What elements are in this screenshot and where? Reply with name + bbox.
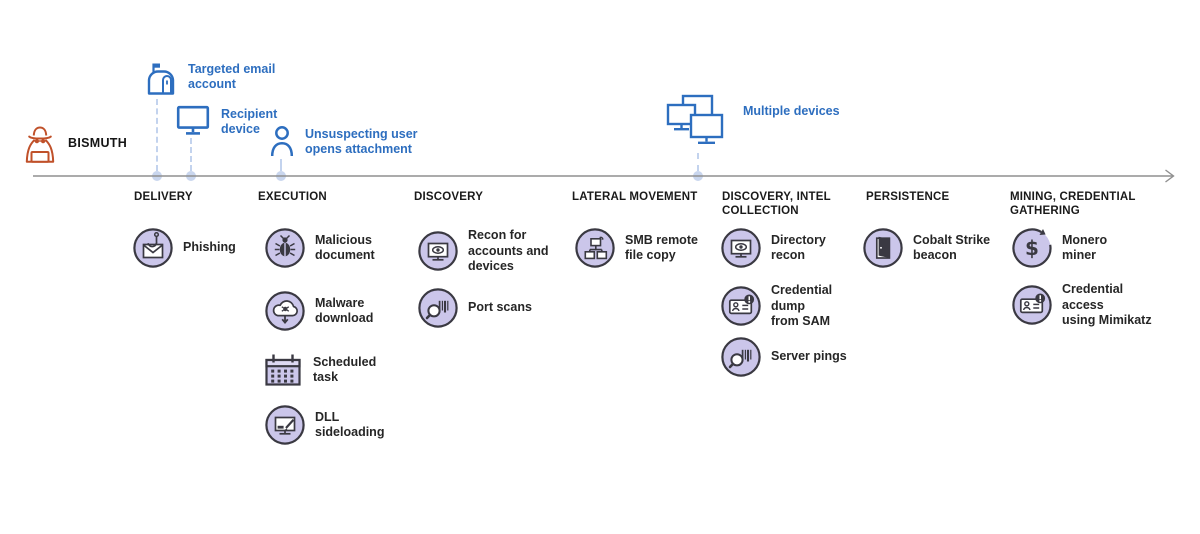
annotation-label: Recipient device xyxy=(221,107,278,136)
technique-label: Scheduled task xyxy=(313,354,377,385)
annotation-recipient-device: Recipient device xyxy=(176,105,277,137)
spy-icon xyxy=(25,126,55,163)
technique-label: DLL sideloading xyxy=(315,409,385,440)
technique-label: Phishing xyxy=(183,240,236,255)
credential-icon xyxy=(721,286,761,326)
technique-port-scans: Port scans xyxy=(418,288,532,328)
stage-title-lateral-movement: LATERAL MOVEMENT xyxy=(572,191,698,203)
dll-sideloading-icon xyxy=(265,405,305,445)
technique-label: Port scans xyxy=(468,300,532,315)
stage-title-discovery: DISCOVERY xyxy=(414,191,484,203)
technique-label: SMB remote file copy xyxy=(625,232,698,263)
dollar-refresh-icon: $ xyxy=(1012,228,1052,268)
technique-dll-sideloading: DLL sideloading xyxy=(265,405,384,445)
technique-label: Server pings xyxy=(771,349,847,364)
stage-title-persistence: PERSISTENCE xyxy=(866,191,950,203)
monitor-icon xyxy=(176,105,210,135)
annotation-label: Unsuspecting user opens attachment xyxy=(305,127,418,156)
annotation-label: Targeted email account xyxy=(188,62,276,91)
svg-text:$: $ xyxy=(1025,236,1039,260)
technique-recon-accounts-devices: Recon for accounts and devices xyxy=(418,228,549,275)
stage-title-discovery-intel-collection: DISCOVERY, INTEL COLLECTION xyxy=(722,191,831,217)
mailbox-icon xyxy=(147,63,175,95)
connector-line xyxy=(190,138,192,171)
scan-icon xyxy=(418,288,458,328)
technique-label: Cobalt Strike beacon xyxy=(913,232,991,263)
technique-label: Credential access using Mimikatz xyxy=(1062,282,1152,327)
technique-label: Malware download xyxy=(315,295,374,326)
malware-download-icon xyxy=(265,291,305,331)
technique-credential-dump-sam: Credential dump from SAM xyxy=(721,283,832,330)
scan-icon xyxy=(721,337,761,377)
technique-cobalt-strike-beacon: Cobalt Strike beacon xyxy=(863,228,990,268)
technique-scheduled-task: Scheduled task xyxy=(263,350,376,390)
technique-malicious-document: Malicious document xyxy=(265,228,375,268)
monitor-eye-icon xyxy=(418,231,458,271)
technique-directory-recon: Directory recon xyxy=(721,228,826,268)
technique-malware-download: Malware download xyxy=(265,291,373,331)
technique-smb-remote-file-copy: SMB remote file copy xyxy=(575,228,698,268)
connector-line xyxy=(156,99,158,171)
stage-title-delivery: DELIVERY xyxy=(134,191,193,203)
technique-phishing: Phishing xyxy=(133,228,236,268)
technique-label: Recon for accounts and devices xyxy=(468,228,549,273)
technique-monero-miner: $ Monero miner xyxy=(1012,228,1107,268)
actor-label: BISMUTH xyxy=(68,136,128,150)
technique-credential-access-mimikatz: Credential access using Mimikatz xyxy=(1012,282,1152,329)
timeline-arrow xyxy=(33,169,1175,183)
bug-icon xyxy=(265,228,305,268)
door-icon xyxy=(863,228,903,268)
monitor-eye-icon xyxy=(721,228,761,268)
stage-title-execution: EXECUTION xyxy=(258,191,327,203)
calendar-icon xyxy=(265,354,301,386)
annotation-unsuspecting-user: Unsuspecting user opens attachment xyxy=(270,125,418,157)
threat-actor: BISMUTH xyxy=(20,122,127,164)
technique-label: Directory recon xyxy=(771,232,826,263)
technique-label: Credential dump from SAM xyxy=(771,283,833,328)
credential-icon xyxy=(1012,285,1052,325)
technique-label: Malicious document xyxy=(315,232,375,263)
network-icon xyxy=(575,228,615,268)
user-icon xyxy=(270,126,294,157)
annotation-targeted-email: Targeted email account xyxy=(143,60,275,98)
annotation-label: Multiple devices xyxy=(743,104,840,118)
technique-server-pings: Server pings xyxy=(721,337,847,377)
stage-title-mining-credential-gathering: MINING, CREDENTIAL GATHERING xyxy=(1010,191,1136,217)
annotation-multiple-devices: Multiple devices xyxy=(666,94,840,152)
connector-line xyxy=(697,153,699,171)
connector-line xyxy=(280,159,282,171)
phishing-icon xyxy=(133,228,173,268)
technique-label: Monero miner xyxy=(1062,232,1108,263)
multiple-devices-icon xyxy=(666,94,724,144)
